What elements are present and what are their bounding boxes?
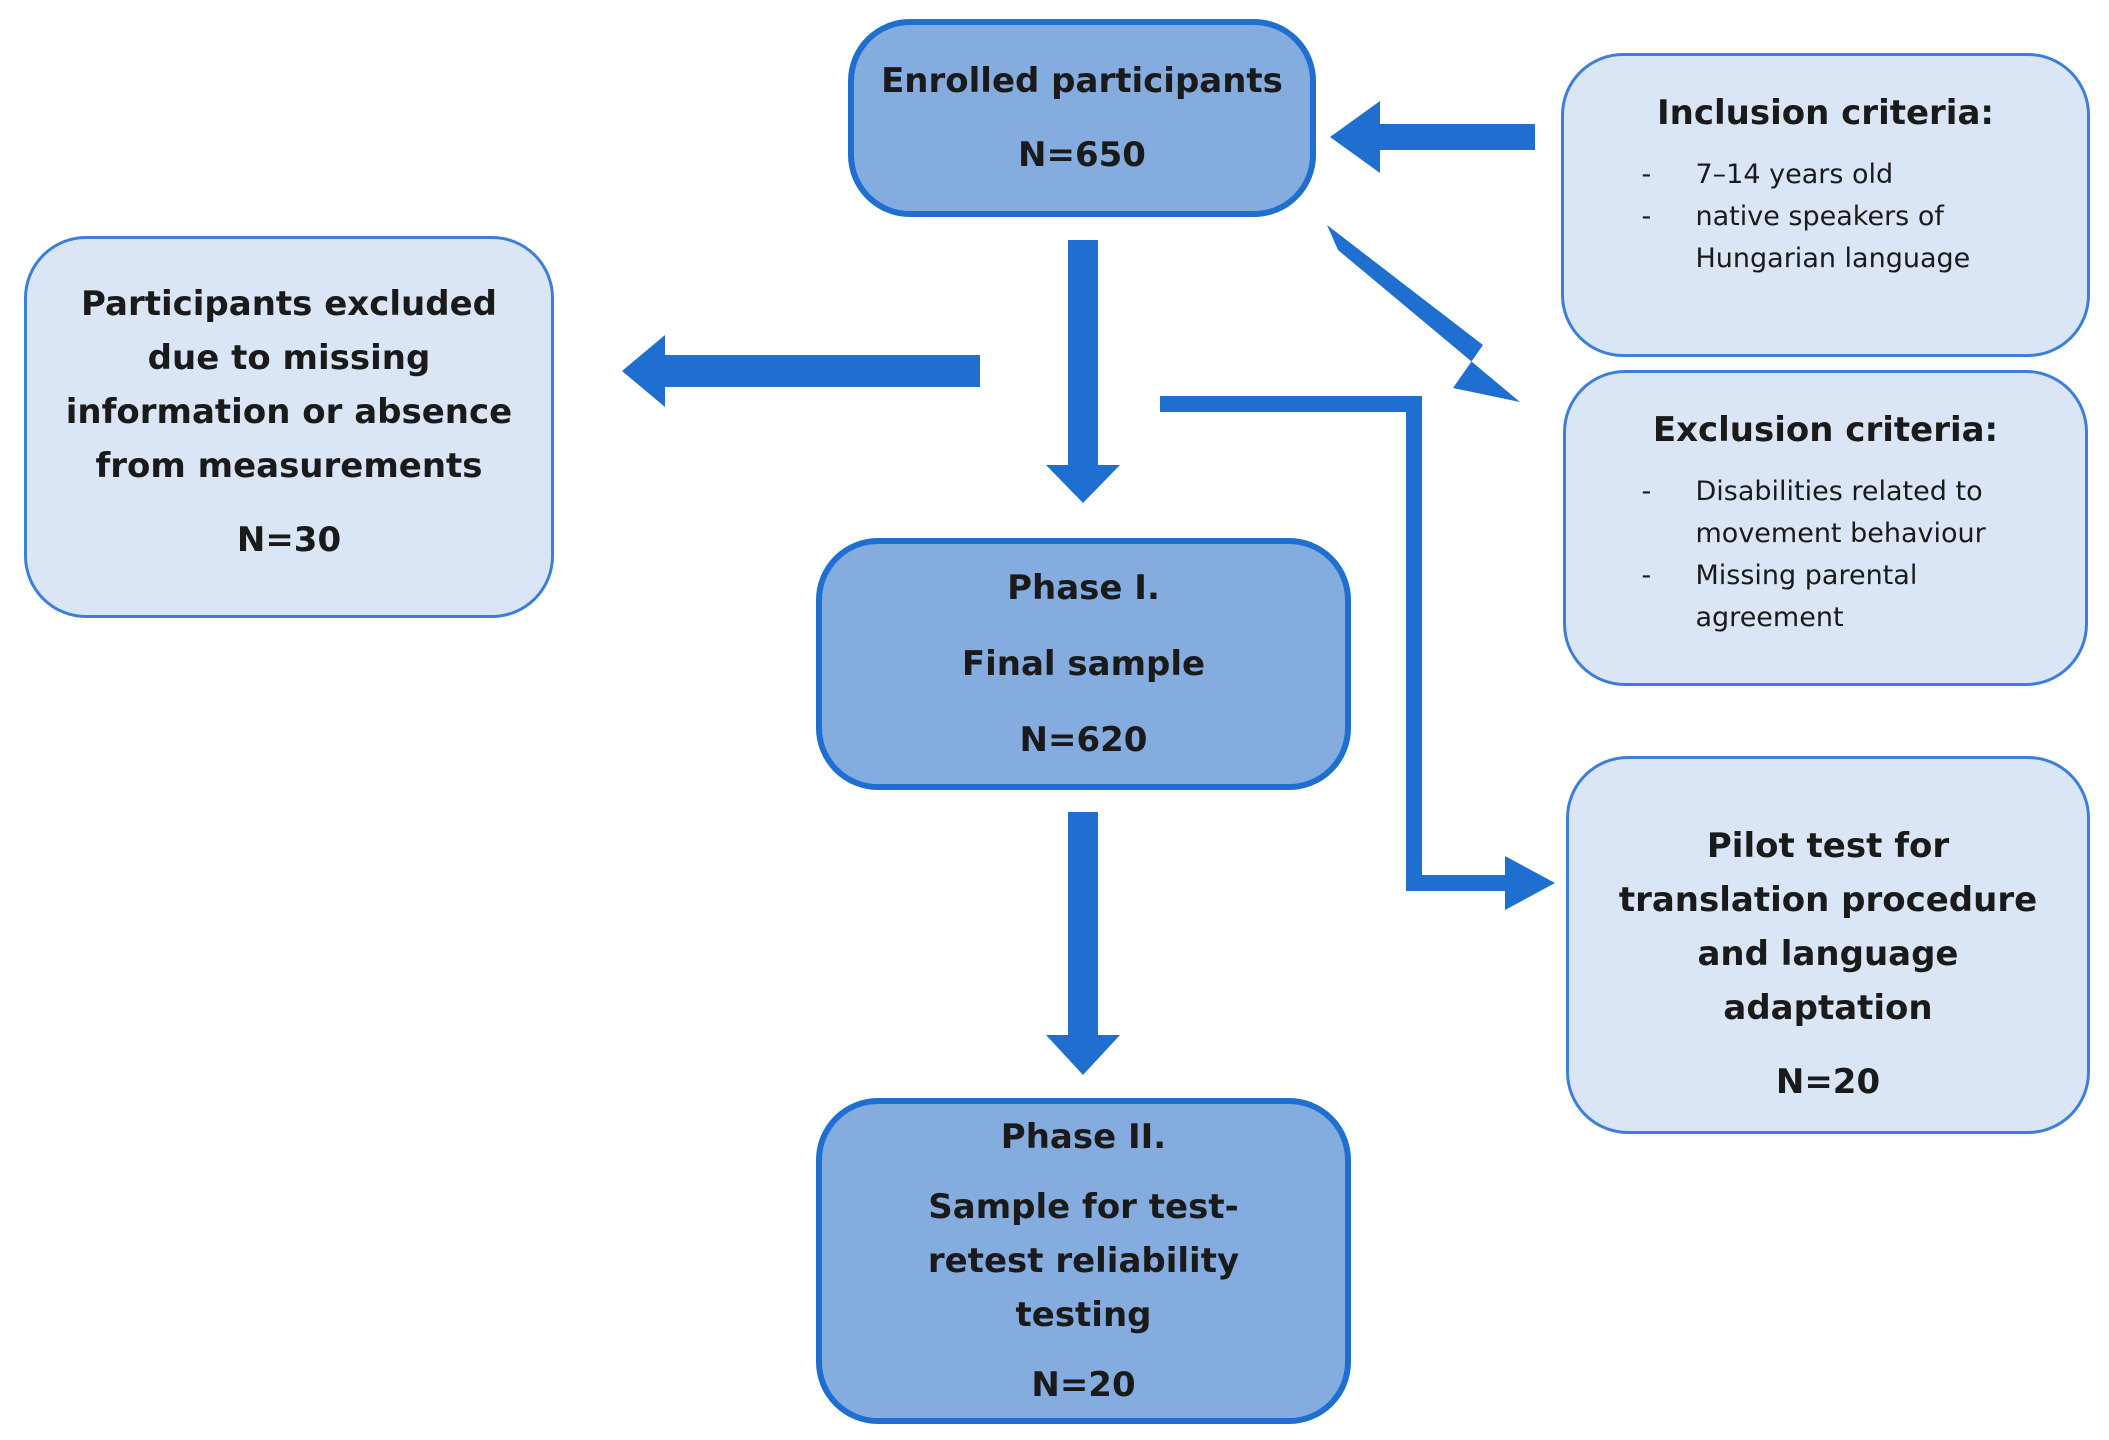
inclusion-title: Inclusion criteria:: [1656, 93, 1994, 133]
inclusion-item: 7–14 years old: [1642, 154, 1996, 196]
arrow-inclusion-to-enrolled: [1330, 101, 1535, 173]
exclusion-criteria-box: Exclusion criteria: Disabilities related…: [1563, 370, 2088, 686]
pilot-test-box: Pilot test for translation procedure and…: [1566, 756, 2090, 1134]
phase1-subtitle: Final sample: [961, 644, 1206, 684]
phase2-box: Phase II. Sample for test-retest reliabi…: [816, 1098, 1351, 1424]
phase2-label: Phase II.: [1000, 1117, 1167, 1157]
enrolled-count: N=650: [1018, 135, 1146, 175]
arrow-enrolled-to-exclusion: [1327, 225, 1520, 402]
excluded-participants-box: Participants excluded due to missing inf…: [24, 236, 554, 618]
phase1-count: N=620: [1019, 720, 1148, 760]
excluded-title: Participants excluded due to missing inf…: [65, 284, 513, 486]
exclusion-item: Disabilities related to movement behavio…: [1642, 471, 1996, 555]
phase2-subtitle: Sample for test-retest reliability testi…: [927, 1187, 1240, 1335]
exclusion-title: Exclusion criteria:: [1652, 410, 1999, 450]
inclusion-item: native speakers of Hungarian language: [1642, 196, 1996, 280]
arrow-phase1-to-phase2: [1046, 812, 1120, 1075]
phase1-label: Phase I.: [1007, 568, 1160, 608]
connector-to-pilot: [1160, 396, 1510, 891]
arrow-head-pilot: [1505, 856, 1555, 910]
pilot-count: N=20: [1775, 1062, 1881, 1102]
enrolled-box: Enrolled participants N=650: [848, 19, 1316, 217]
phase2-count: N=20: [1031, 1365, 1136, 1405]
phase1-box: Phase I. Final sample N=620: [816, 538, 1351, 790]
arrow-enrolled-to-phase1: [1046, 240, 1120, 503]
inclusion-list: 7–14 years old native speakers of Hungar…: [1642, 154, 1996, 280]
exclusion-item: Missing parental agreement: [1642, 555, 1996, 639]
excluded-count: N=30: [236, 520, 342, 560]
arrow-to-excluded: [622, 335, 980, 407]
exclusion-list: Disabilities related to movement behavio…: [1642, 471, 1996, 639]
inclusion-criteria-box: Inclusion criteria: 7–14 years old nativ…: [1561, 53, 2090, 357]
enrolled-title: Enrolled participants: [881, 61, 1283, 101]
pilot-title: Pilot test for translation procedure and…: [1618, 826, 2038, 1028]
